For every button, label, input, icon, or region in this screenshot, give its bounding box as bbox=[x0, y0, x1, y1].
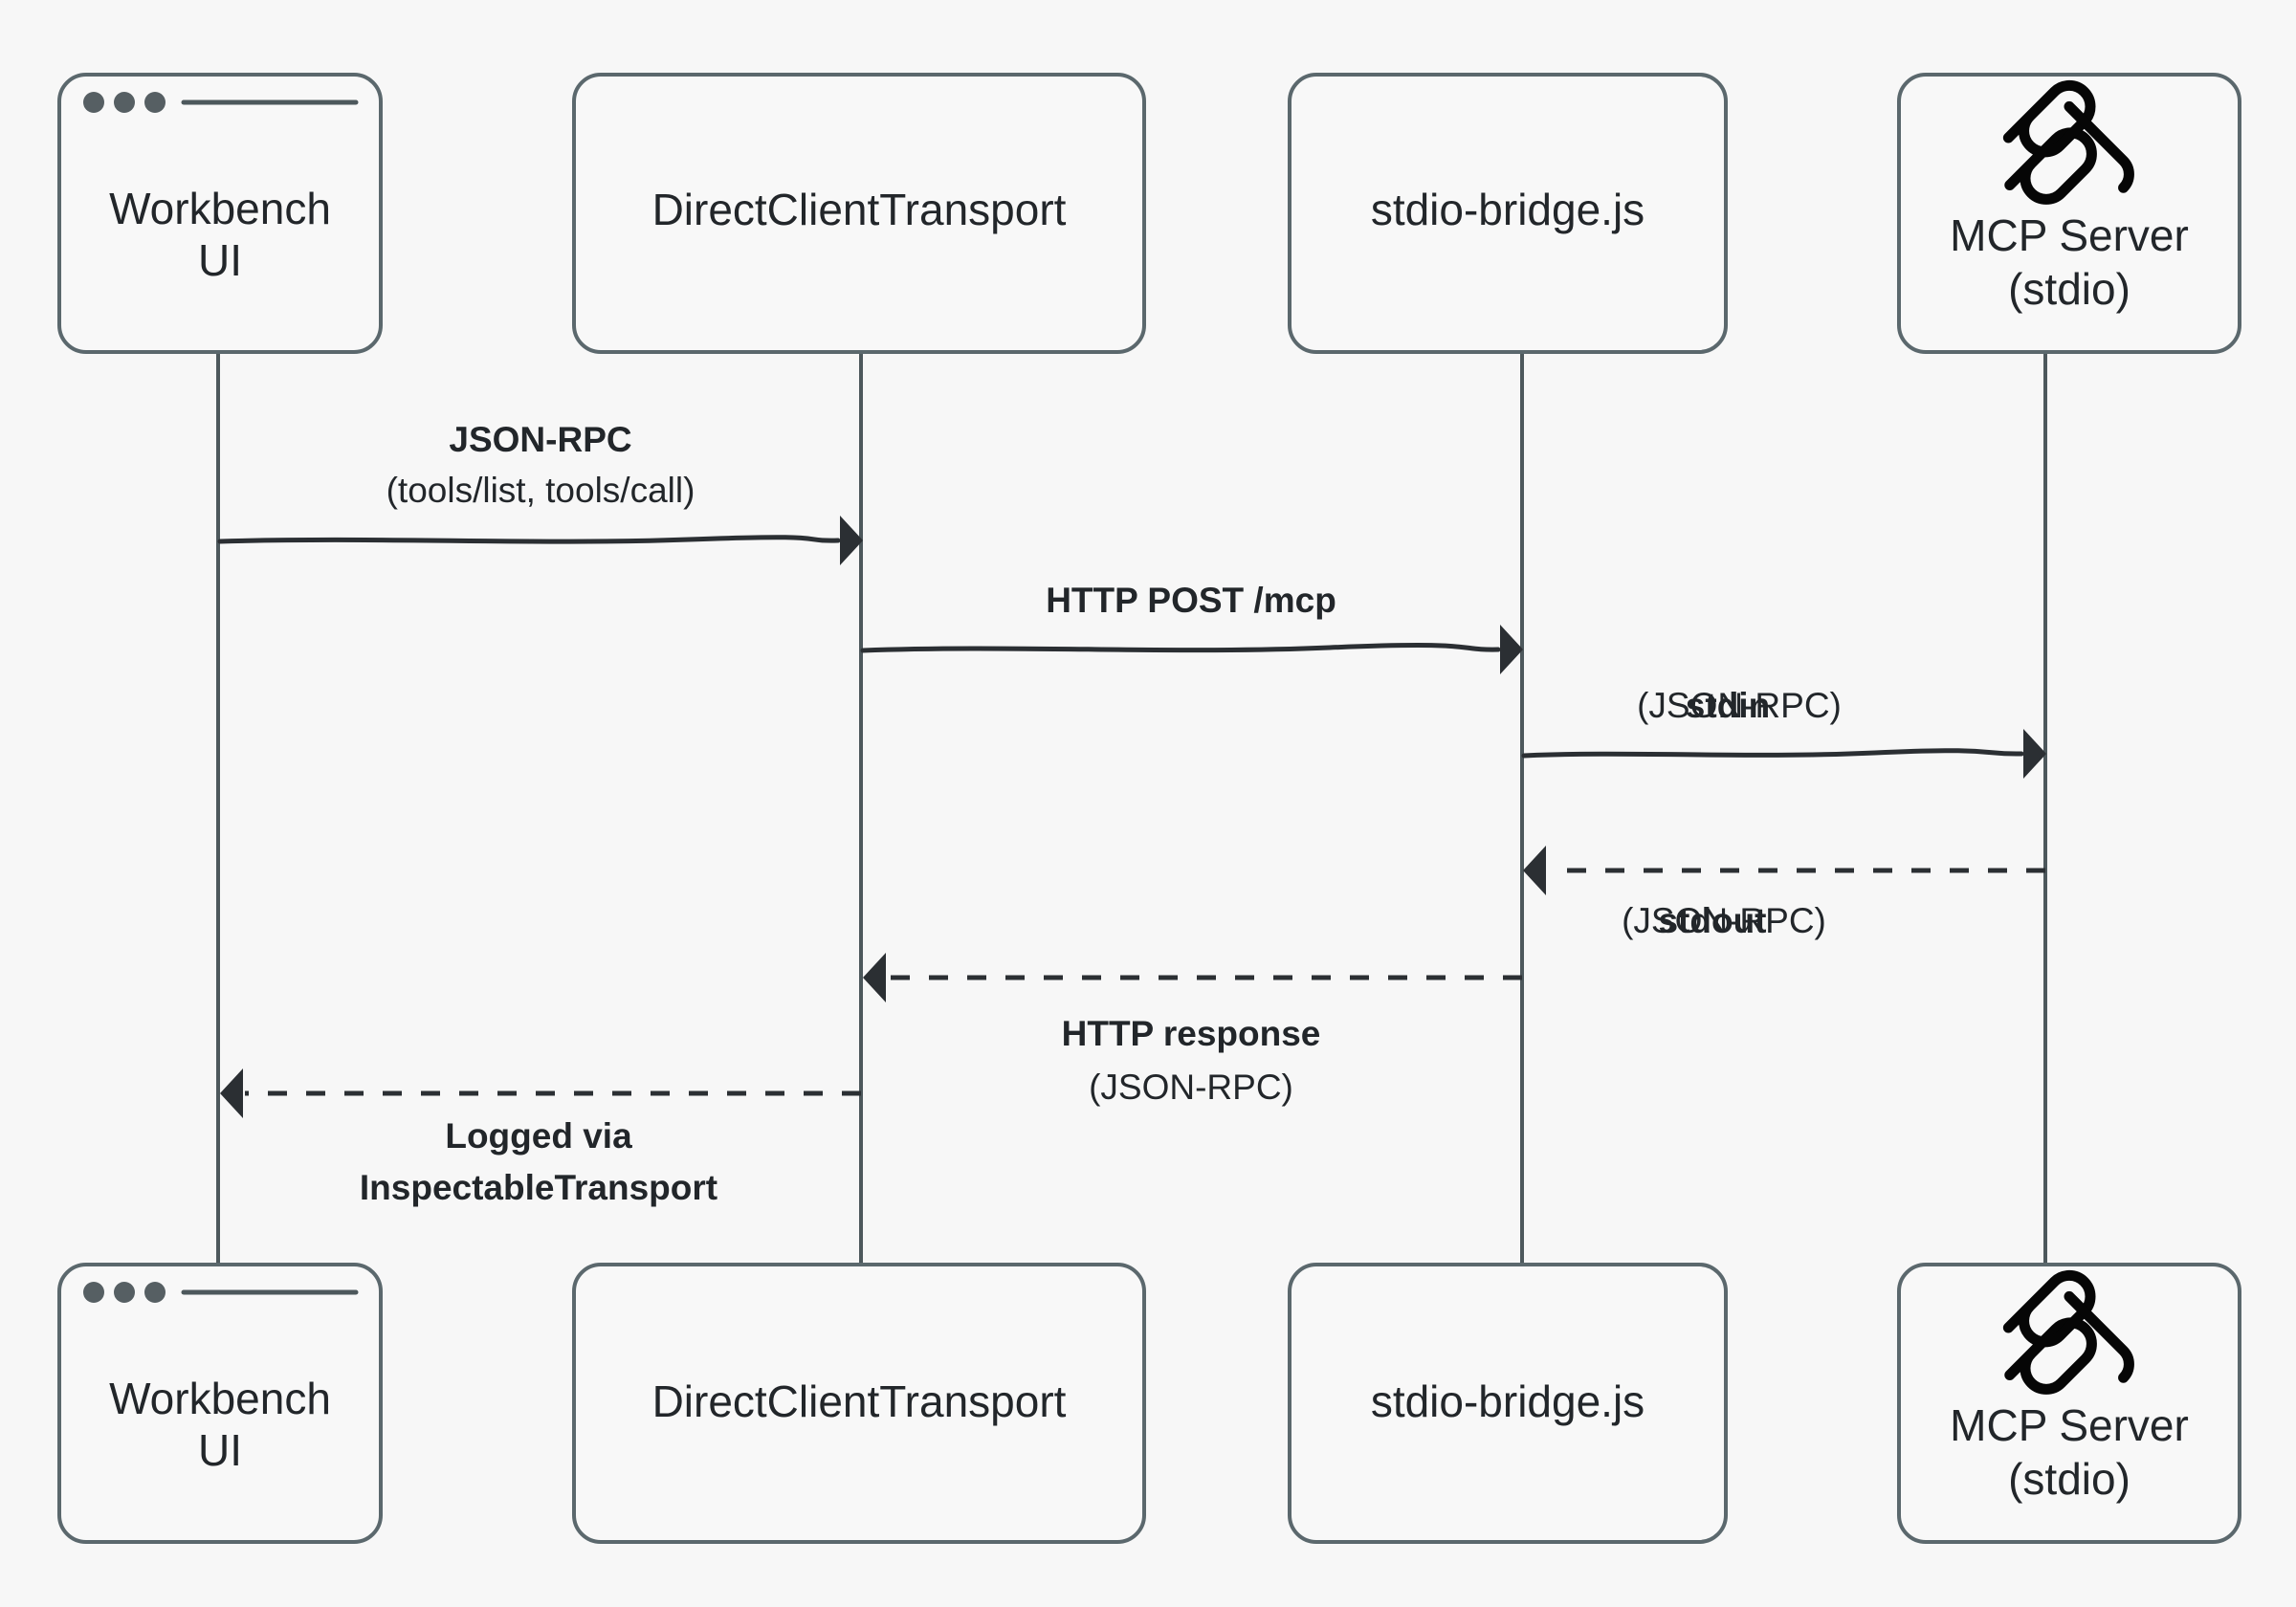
message-http-response-label-bold: HTTP response bbox=[1062, 1014, 1321, 1053]
message-http-response: HTTP response (JSON-RPC) bbox=[863, 953, 1522, 1107]
message-json-rpc-label-regular: (tools/list, tools/call) bbox=[386, 471, 695, 510]
message-stdin: stdin (JSON-RPC) bbox=[1521, 686, 2046, 779]
message-stdin-line bbox=[1521, 748, 2024, 759]
actor-label-workbench-bottom-line2: UI bbox=[198, 1425, 242, 1475]
message-logged-label-bold-line1: Logged via bbox=[445, 1116, 632, 1156]
actor-box-workbench-top[interactable] bbox=[57, 73, 383, 354]
message-stdout-label-regular: (JSON-RPC) bbox=[1622, 901, 1826, 940]
message-stdout-label-bold: stdout bbox=[1658, 901, 1766, 940]
actor-label-workbench-top-line2: UI bbox=[198, 235, 242, 285]
message-stdout: stdout (JSON-RPC) bbox=[1523, 846, 2045, 940]
message-http-response-arrowhead bbox=[863, 953, 886, 1002]
lifelines bbox=[216, 352, 2047, 1265]
message-http-post-line bbox=[860, 643, 1501, 653]
actor-label-server-bottom-line1: MCP Server bbox=[1950, 1400, 2189, 1450]
browser-window-icon-bottom bbox=[83, 1282, 359, 1303]
actor-box-transport-top[interactable] bbox=[572, 73, 1146, 354]
actor-box-transport-bottom[interactable] bbox=[572, 1263, 1146, 1544]
actor-label-transport-top: DirectClientTransport bbox=[652, 185, 1067, 234]
message-stdin-arrowhead bbox=[2023, 729, 2046, 779]
message-json-rpc-arrowhead bbox=[840, 516, 863, 565]
message-http-post-arrowhead bbox=[1500, 625, 1523, 674]
message-http-post: HTTP POST /mcp bbox=[860, 581, 1523, 674]
actor-transport-top[interactable]: DirectClientTransport bbox=[572, 73, 1146, 354]
message-http-response-label-regular: (JSON-RPC) bbox=[1089, 1068, 1293, 1107]
actor-box-bridge-bottom[interactable] bbox=[1288, 1263, 1728, 1544]
actor-label-server-top-line1: MCP Server bbox=[1950, 210, 2189, 260]
actor-bridge-bottom[interactable]: stdio-bridge.js bbox=[1288, 1263, 1728, 1544]
actor-box-bridge-top[interactable] bbox=[1288, 73, 1728, 354]
message-json-rpc-line bbox=[217, 535, 841, 544]
message-logged: Logged via InspectableTransport bbox=[220, 1068, 861, 1207]
actor-label-transport-bottom: DirectClientTransport bbox=[652, 1376, 1067, 1426]
message-json-rpc-label-bold: JSON-RPC bbox=[449, 420, 631, 459]
message-stdin-label-bold: stdin bbox=[1686, 686, 1770, 725]
message-json-rpc: JSON-RPC (tools/list, tools/call) bbox=[217, 420, 863, 565]
message-logged-arrowhead bbox=[220, 1068, 243, 1118]
mcp-logo-icon-bottom bbox=[2002, 1270, 2134, 1395]
mcp-logo-icon-top bbox=[2002, 80, 2134, 205]
actor-label-server-bottom-line2: (stdio) bbox=[2008, 1454, 2130, 1504]
message-logged-label-bold-line2: InspectableTransport bbox=[360, 1168, 718, 1207]
actor-label-workbench-top-line1: Workbench bbox=[109, 184, 331, 233]
actor-workbench-bottom[interactable]: Workbench UI bbox=[57, 1263, 383, 1544]
message-http-post-label-bold: HTTP POST /mcp bbox=[1046, 581, 1336, 620]
actor-label-bridge-bottom: stdio-bridge.js bbox=[1371, 1376, 1645, 1426]
actor-bridge-top[interactable]: stdio-bridge.js bbox=[1288, 73, 1728, 354]
actor-box-server-bottom[interactable] bbox=[1897, 1263, 2241, 1544]
message-stdout-arrowhead bbox=[1523, 846, 1546, 895]
browser-window-icon bbox=[83, 92, 359, 113]
actor-workbench-top[interactable]: Workbench UI bbox=[57, 73, 383, 354]
actor-transport-bottom[interactable]: DirectClientTransport bbox=[572, 1263, 1146, 1544]
actor-box-server-top[interactable] bbox=[1897, 73, 2241, 354]
actor-server-bottom[interactable]: MCP Server (stdio) bbox=[1897, 1263, 2241, 1544]
actor-label-workbench-bottom-line1: Workbench bbox=[109, 1374, 331, 1423]
actor-label-bridge-top: stdio-bridge.js bbox=[1371, 185, 1645, 234]
message-stdin-label-regular: (JSON-RPC) bbox=[1637, 686, 1842, 725]
actor-label-server-top-line2: (stdio) bbox=[2008, 264, 2130, 314]
actor-server-top[interactable]: MCP Server (stdio) bbox=[1897, 73, 2241, 354]
actor-box-workbench-bottom[interactable] bbox=[57, 1263, 383, 1544]
